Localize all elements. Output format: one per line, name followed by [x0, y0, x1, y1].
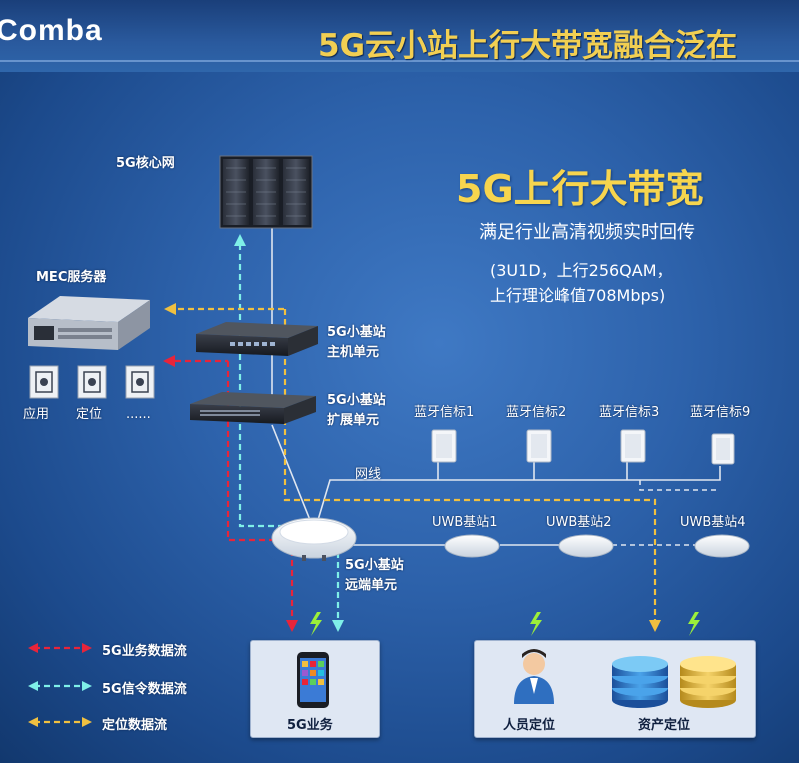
service-data-flow [165, 359, 294, 622]
expansion-unit-device-icon [190, 392, 316, 424]
uwb-label-4: UWB基站4 [680, 515, 746, 530]
host-unit-device-icon [196, 322, 318, 356]
remote-unit-label-line1: 5G小基站 [345, 558, 404, 573]
signaling-flow-arrow-down [332, 620, 344, 632]
service-panel-label: 5G业务 [287, 718, 333, 733]
header-divider [0, 60, 799, 62]
mec-server-icon [28, 296, 150, 350]
host-unit-label-line1: 5G小基站 [327, 325, 386, 340]
uwb-label-2: UWB基站2 [546, 515, 612, 530]
dashed-links [612, 480, 720, 546]
server-rack-icon [219, 155, 313, 229]
hero-spec-line1: (3U1D，上行256QAM， [490, 261, 673, 280]
beacon-label-1: 蓝牙信标1 [414, 405, 475, 420]
legend-label-service: 5G业务数据流 [102, 644, 187, 659]
host-unit-label-line2: 主机单元 [327, 345, 380, 360]
legend-label-positioning: 定位数据流 [102, 718, 168, 733]
core-network-label: 5G核心网 [116, 156, 175, 171]
hero-title: 5G上行大带宽 [456, 167, 704, 211]
beacon-label-3: 蓝牙信标3 [599, 405, 660, 420]
signaling-data-flow [238, 244, 340, 622]
slide-title: 5G云小站上行大带宽融合泛在 [318, 28, 738, 64]
mec-server-label: MEC服务器 [36, 270, 107, 285]
bluetooth-beacon-icon [431, 429, 735, 465]
uwb-station-icon [444, 534, 750, 558]
expansion-unit-label-line2: 扩展单元 [327, 413, 380, 428]
service-flow-arrow-down [286, 620, 298, 632]
legend-arrowheads [28, 643, 92, 727]
network-cable-label: 网线 [355, 467, 382, 482]
positioning-flow-arrow-left [164, 303, 176, 315]
beacon-label-2: 蓝牙信标2 [506, 405, 567, 420]
signaling-flow-arrow-up [234, 234, 246, 246]
uwb-label-1: UWB基站1 [432, 515, 498, 530]
hero-spec-line2: 上行理论峰值708Mbps) [490, 286, 666, 305]
hero-spec: (3U1D，上行256QAM， 上行理论峰值708Mbps) [490, 258, 673, 308]
remote-unit-label-line2: 远端单元 [345, 578, 398, 593]
app-module-icon [29, 365, 155, 399]
expansion-unit-label-line1: 5G小基站 [327, 393, 386, 408]
service-flow-arrow-left [163, 355, 175, 367]
company-logo: Comba [0, 14, 103, 47]
legend-label-signaling: 5G信令数据流 [102, 682, 187, 697]
personnel-positioning-label: 人员定位 [503, 718, 556, 733]
positioning-flow-arrow-down [649, 620, 661, 632]
beacon-label-9: 蓝牙信标9 [690, 405, 751, 420]
app-label-2: 定位 [76, 407, 103, 422]
app-label-3: ...... [126, 407, 151, 422]
app-label-1: 应用 [23, 407, 50, 422]
asset-positioning-label: 资产定位 [638, 718, 691, 733]
hero-subtitle: 满足行业高清视频实时回传 [479, 222, 695, 243]
lightning-icon [310, 612, 700, 636]
legend-swatches [34, 646, 86, 724]
small-cell-ap-icon [271, 517, 357, 561]
